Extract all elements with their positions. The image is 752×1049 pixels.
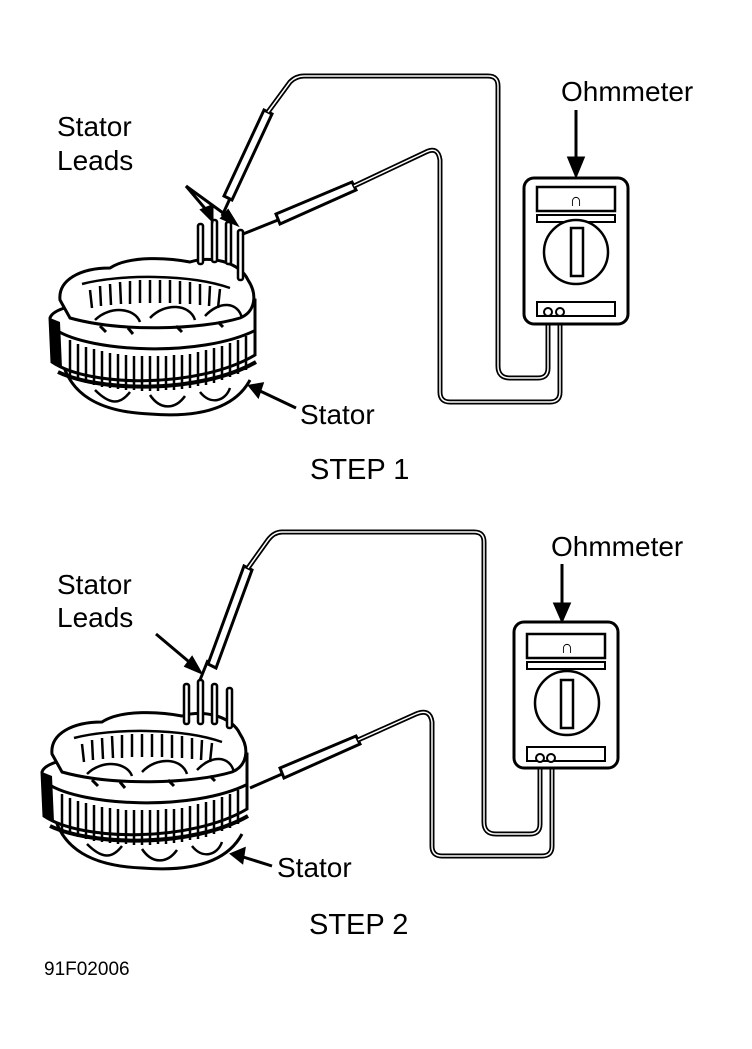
test-probe-1 <box>198 529 543 837</box>
ohmmeter-label: Ohmmeter <box>551 531 683 562</box>
stator-leads <box>182 678 234 730</box>
figure-code: 91F02006 <box>44 959 130 980</box>
test-probe-2 <box>249 709 555 859</box>
stator-label: Stator <box>277 852 352 883</box>
ohm-symbol: ∩ <box>561 637 574 657</box>
ohmmeter-label: Ohmmeter <box>561 76 693 107</box>
stator-leads-label-line1: Stator <box>57 111 132 142</box>
stator-label: Stator <box>300 399 375 430</box>
stator-leads-label-line1: Stator <box>57 569 132 600</box>
stator-illustration <box>48 256 258 417</box>
panel-step-2: ∩ Stator Leads Ohmmeter Stator STEP 2 <box>40 529 683 941</box>
test-probe-2 <box>242 147 563 405</box>
label-arrows <box>184 110 586 410</box>
panel-step-1: ∩ Stator Leads Ohmmeter Stator STEP 1 <box>48 73 693 486</box>
label-arrows <box>155 564 572 868</box>
stator-illustration <box>40 710 250 871</box>
step-label: STEP 1 <box>310 454 409 486</box>
stator-leads <box>196 218 245 282</box>
ohmmeter-device <box>522 176 630 326</box>
step-label: STEP 2 <box>309 909 408 941</box>
stator-leads-label-line2: Leads <box>57 145 133 176</box>
ohm-symbol: ∩ <box>570 190 583 210</box>
test-probe-1 <box>220 73 551 381</box>
ohmmeter-device <box>512 620 620 770</box>
stator-leads-label-line2: Leads <box>57 602 133 633</box>
